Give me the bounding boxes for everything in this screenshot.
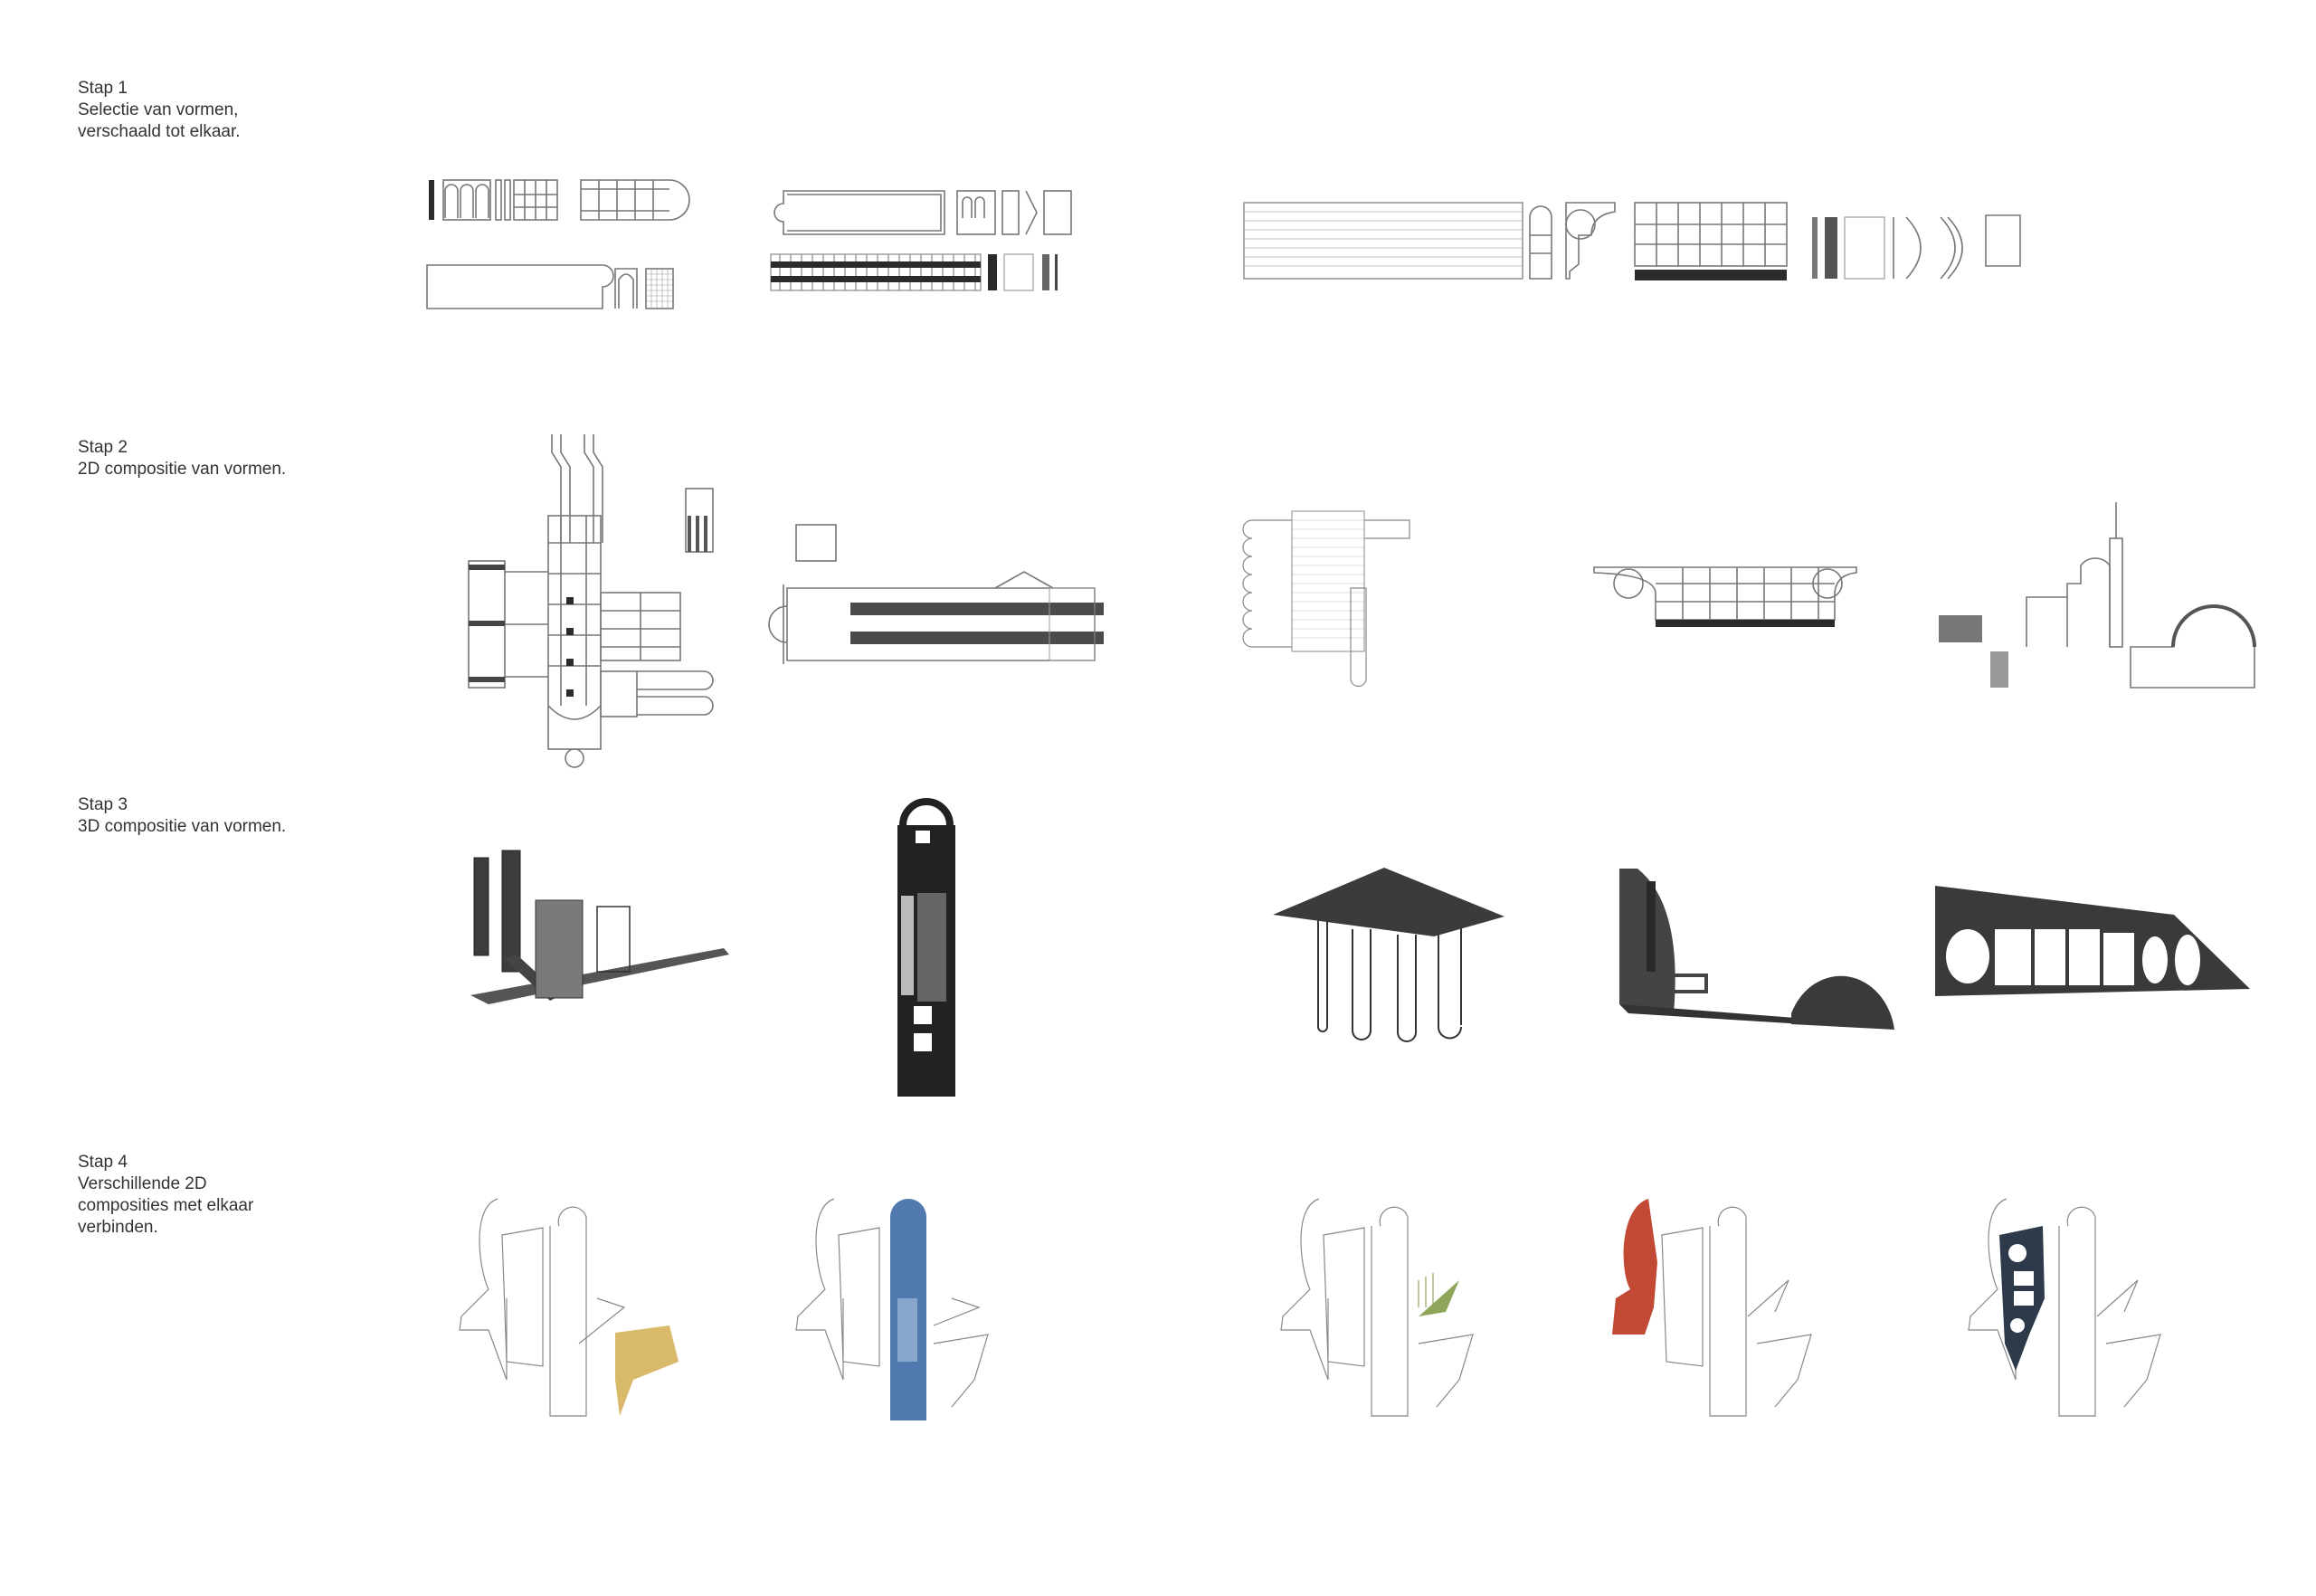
stap4-combined-plan-red bbox=[1612, 1199, 1884, 1425]
step-4-label: Stap 4 Verschillende 2D composities met … bbox=[78, 1152, 253, 1239]
stap3-model-b bbox=[890, 798, 963, 1106]
stap3-model-c bbox=[1271, 864, 1515, 1042]
stap4-combined-plan-navy bbox=[1961, 1198, 2233, 1425]
stap3-model-e bbox=[1932, 882, 2250, 1000]
stap2-elevation-composition-e bbox=[1936, 502, 2289, 701]
step-2-line-1: 2D compositie van vormen. bbox=[78, 460, 287, 479]
stap2-plan-composition-b bbox=[768, 524, 1104, 679]
step-1-line-2: verschaald tot elkaar. bbox=[78, 122, 241, 141]
step-3-title: Stap 3 bbox=[78, 795, 128, 814]
step-4-line-2: composities met elkaar bbox=[78, 1196, 254, 1215]
stap4-combined-plan-green bbox=[1274, 1198, 1545, 1425]
step-2-title: Stap 2 bbox=[78, 438, 128, 457]
stap3-model-a bbox=[452, 841, 742, 1022]
step-2-label: Stap 2 2D compositie van vormen. bbox=[78, 437, 286, 480]
step-1-label: Stap 1 Selectie van vormen, verschaald t… bbox=[78, 78, 241, 143]
step-1-title: Stap 1 bbox=[78, 79, 128, 98]
stap4-combined-plan-blue bbox=[789, 1198, 1060, 1425]
step-4-title: Stap 4 bbox=[78, 1153, 128, 1172]
step-4-line-3: verbinden. bbox=[78, 1218, 158, 1237]
stap1-shape-set-c bbox=[1243, 199, 2275, 290]
stap2-plan-composition-a bbox=[441, 434, 740, 769]
step-3-label: Stap 3 3D compositie van vormen. bbox=[78, 794, 286, 838]
stap2-elevation-composition-d bbox=[1592, 565, 1864, 638]
stap3-model-d bbox=[1610, 869, 1900, 1031]
stap1-shape-set-b bbox=[770, 185, 1096, 303]
step-1-line-1: Selectie van vormen, bbox=[78, 100, 239, 119]
step-4-line-1: Verschillende 2D bbox=[78, 1174, 207, 1193]
stap1-shape-set-a bbox=[425, 176, 724, 312]
stap2-plan-composition-c bbox=[1242, 510, 1455, 692]
step-3-line-1: 3D compositie van vormen. bbox=[78, 817, 287, 836]
stap4-combined-plan-yellow bbox=[452, 1198, 724, 1425]
